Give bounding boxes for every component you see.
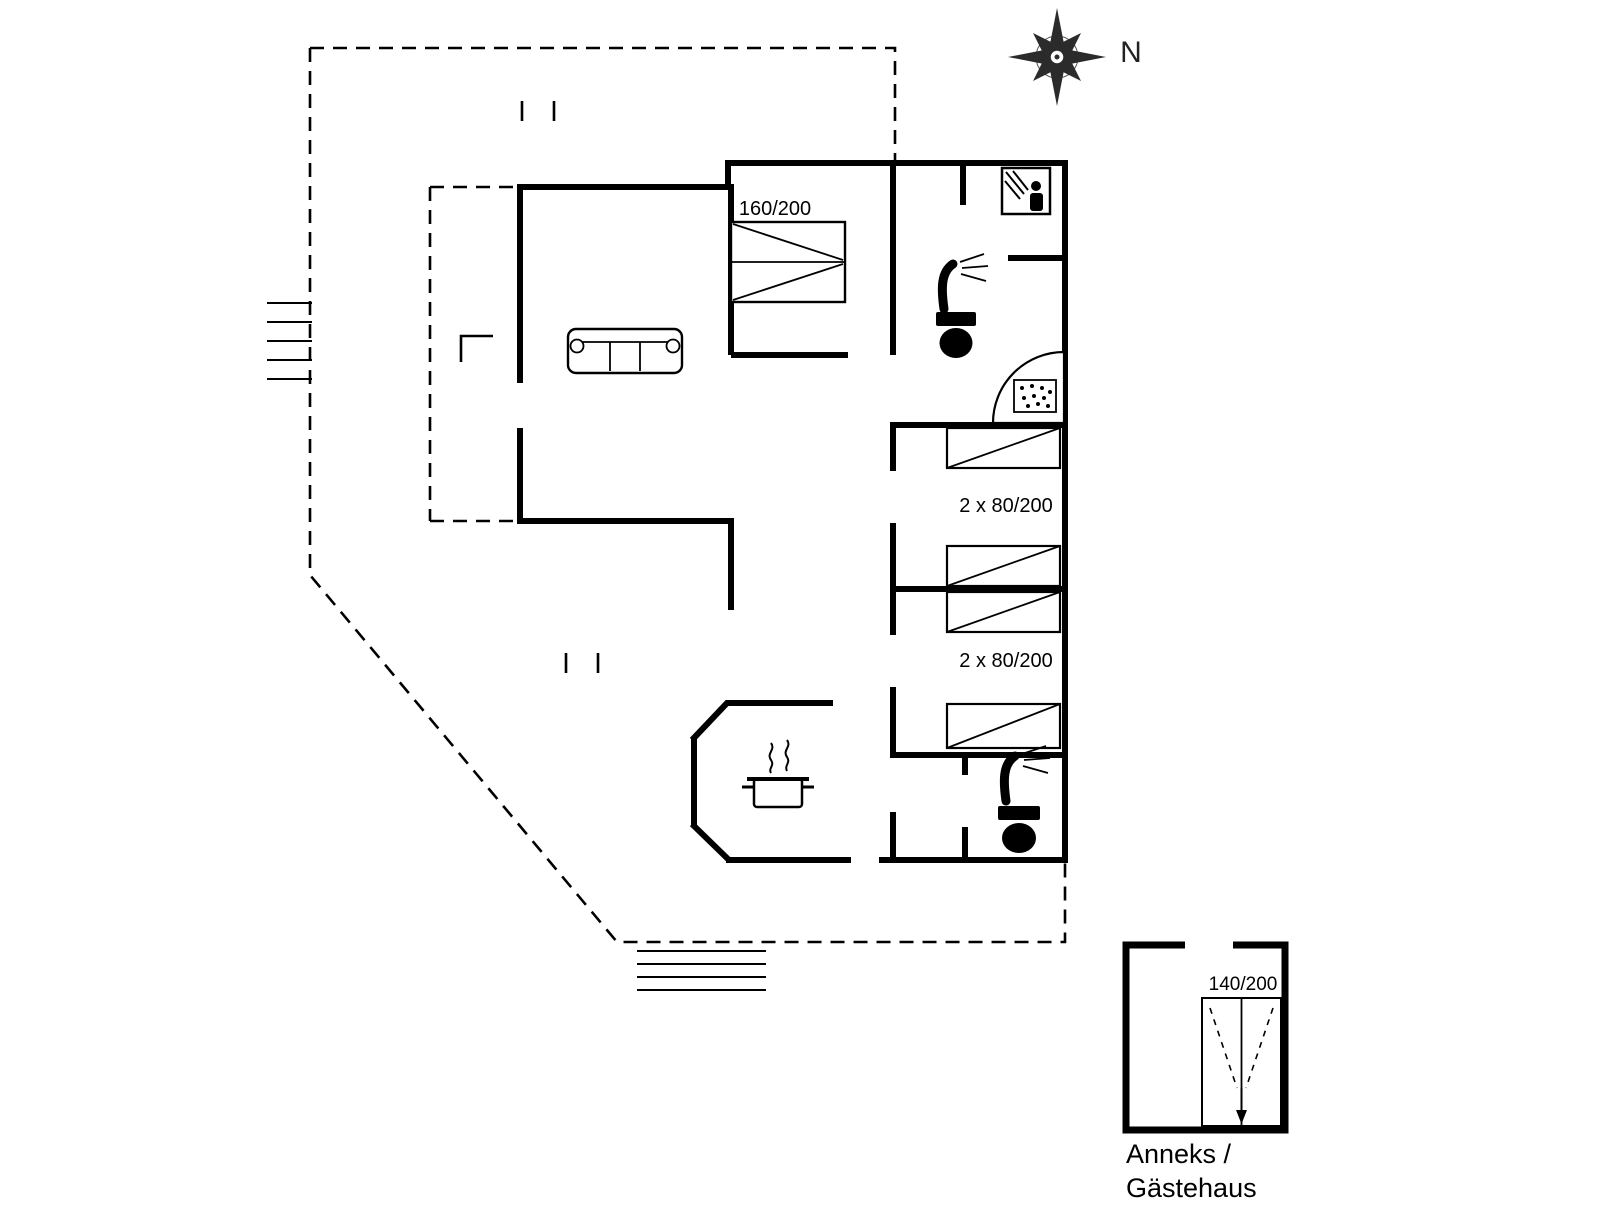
stairs-hatching-south: [637, 950, 766, 991]
shower-icon-bottom: [999, 745, 1051, 806]
annex-name-line1: Anneks /: [1126, 1139, 1232, 1169]
double-bed-label: 160/200: [739, 198, 811, 220]
window-marks-terrace: [564, 653, 600, 673]
stairs-hatching-west: [267, 302, 312, 380]
terrace-corner-mark: [459, 334, 493, 362]
plot-boundary: [308, 46, 1067, 944]
bunk-room-2-label: 2 x 80/200: [959, 650, 1052, 672]
toilet-icon-bottom: [998, 806, 1040, 853]
toilet-icon-top: [936, 312, 976, 358]
window-marks-top: [520, 101, 556, 121]
compass-label: N: [1120, 36, 1142, 69]
annex-building: [1122, 941, 1289, 1134]
sofa-icon: [566, 327, 684, 375]
cooking-pot-icon: [742, 739, 814, 809]
washing-machine-icon: [1000, 166, 1052, 216]
bunk-room-1-label: 2 x 80/200: [959, 495, 1052, 517]
annex-bed-label: 140/200: [1209, 974, 1278, 995]
annex-bed-icon: [1201, 997, 1282, 1127]
annex-name-line2: Gästehaus: [1126, 1173, 1257, 1203]
shower-icon-top: [937, 253, 989, 314]
bunk-bed-icons: [945, 426, 1062, 750]
compass-rose-icon: [1008, 8, 1106, 106]
corner-shower-icon: [991, 350, 1066, 425]
house-walls: [517, 160, 1068, 864]
double-bed-icon: [729, 220, 847, 304]
